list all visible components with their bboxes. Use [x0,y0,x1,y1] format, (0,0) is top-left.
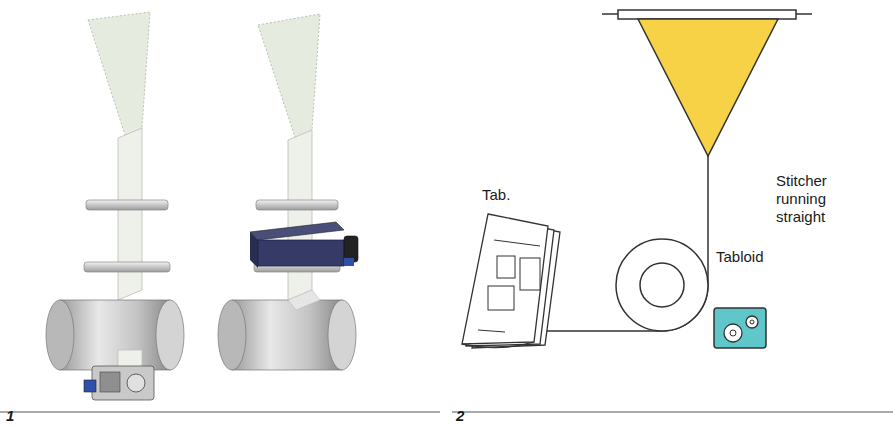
part-label: Tabloid [716,248,764,266]
panel-number: 1 [6,407,14,424]
folder-unit [218,14,358,370]
stitcher-box [714,308,766,348]
panel-rule [0,412,440,413]
former-triangle [638,19,778,156]
part-label: Stitcher running straight [776,172,844,226]
drum [616,239,708,331]
panel-number: 2 [456,407,464,424]
panel-rule [452,412,893,413]
part-label: Tab. [482,186,510,204]
tabloid-copies [462,214,560,348]
schematic [462,10,812,348]
folder-unit [46,12,184,400]
web-line [540,156,708,331]
